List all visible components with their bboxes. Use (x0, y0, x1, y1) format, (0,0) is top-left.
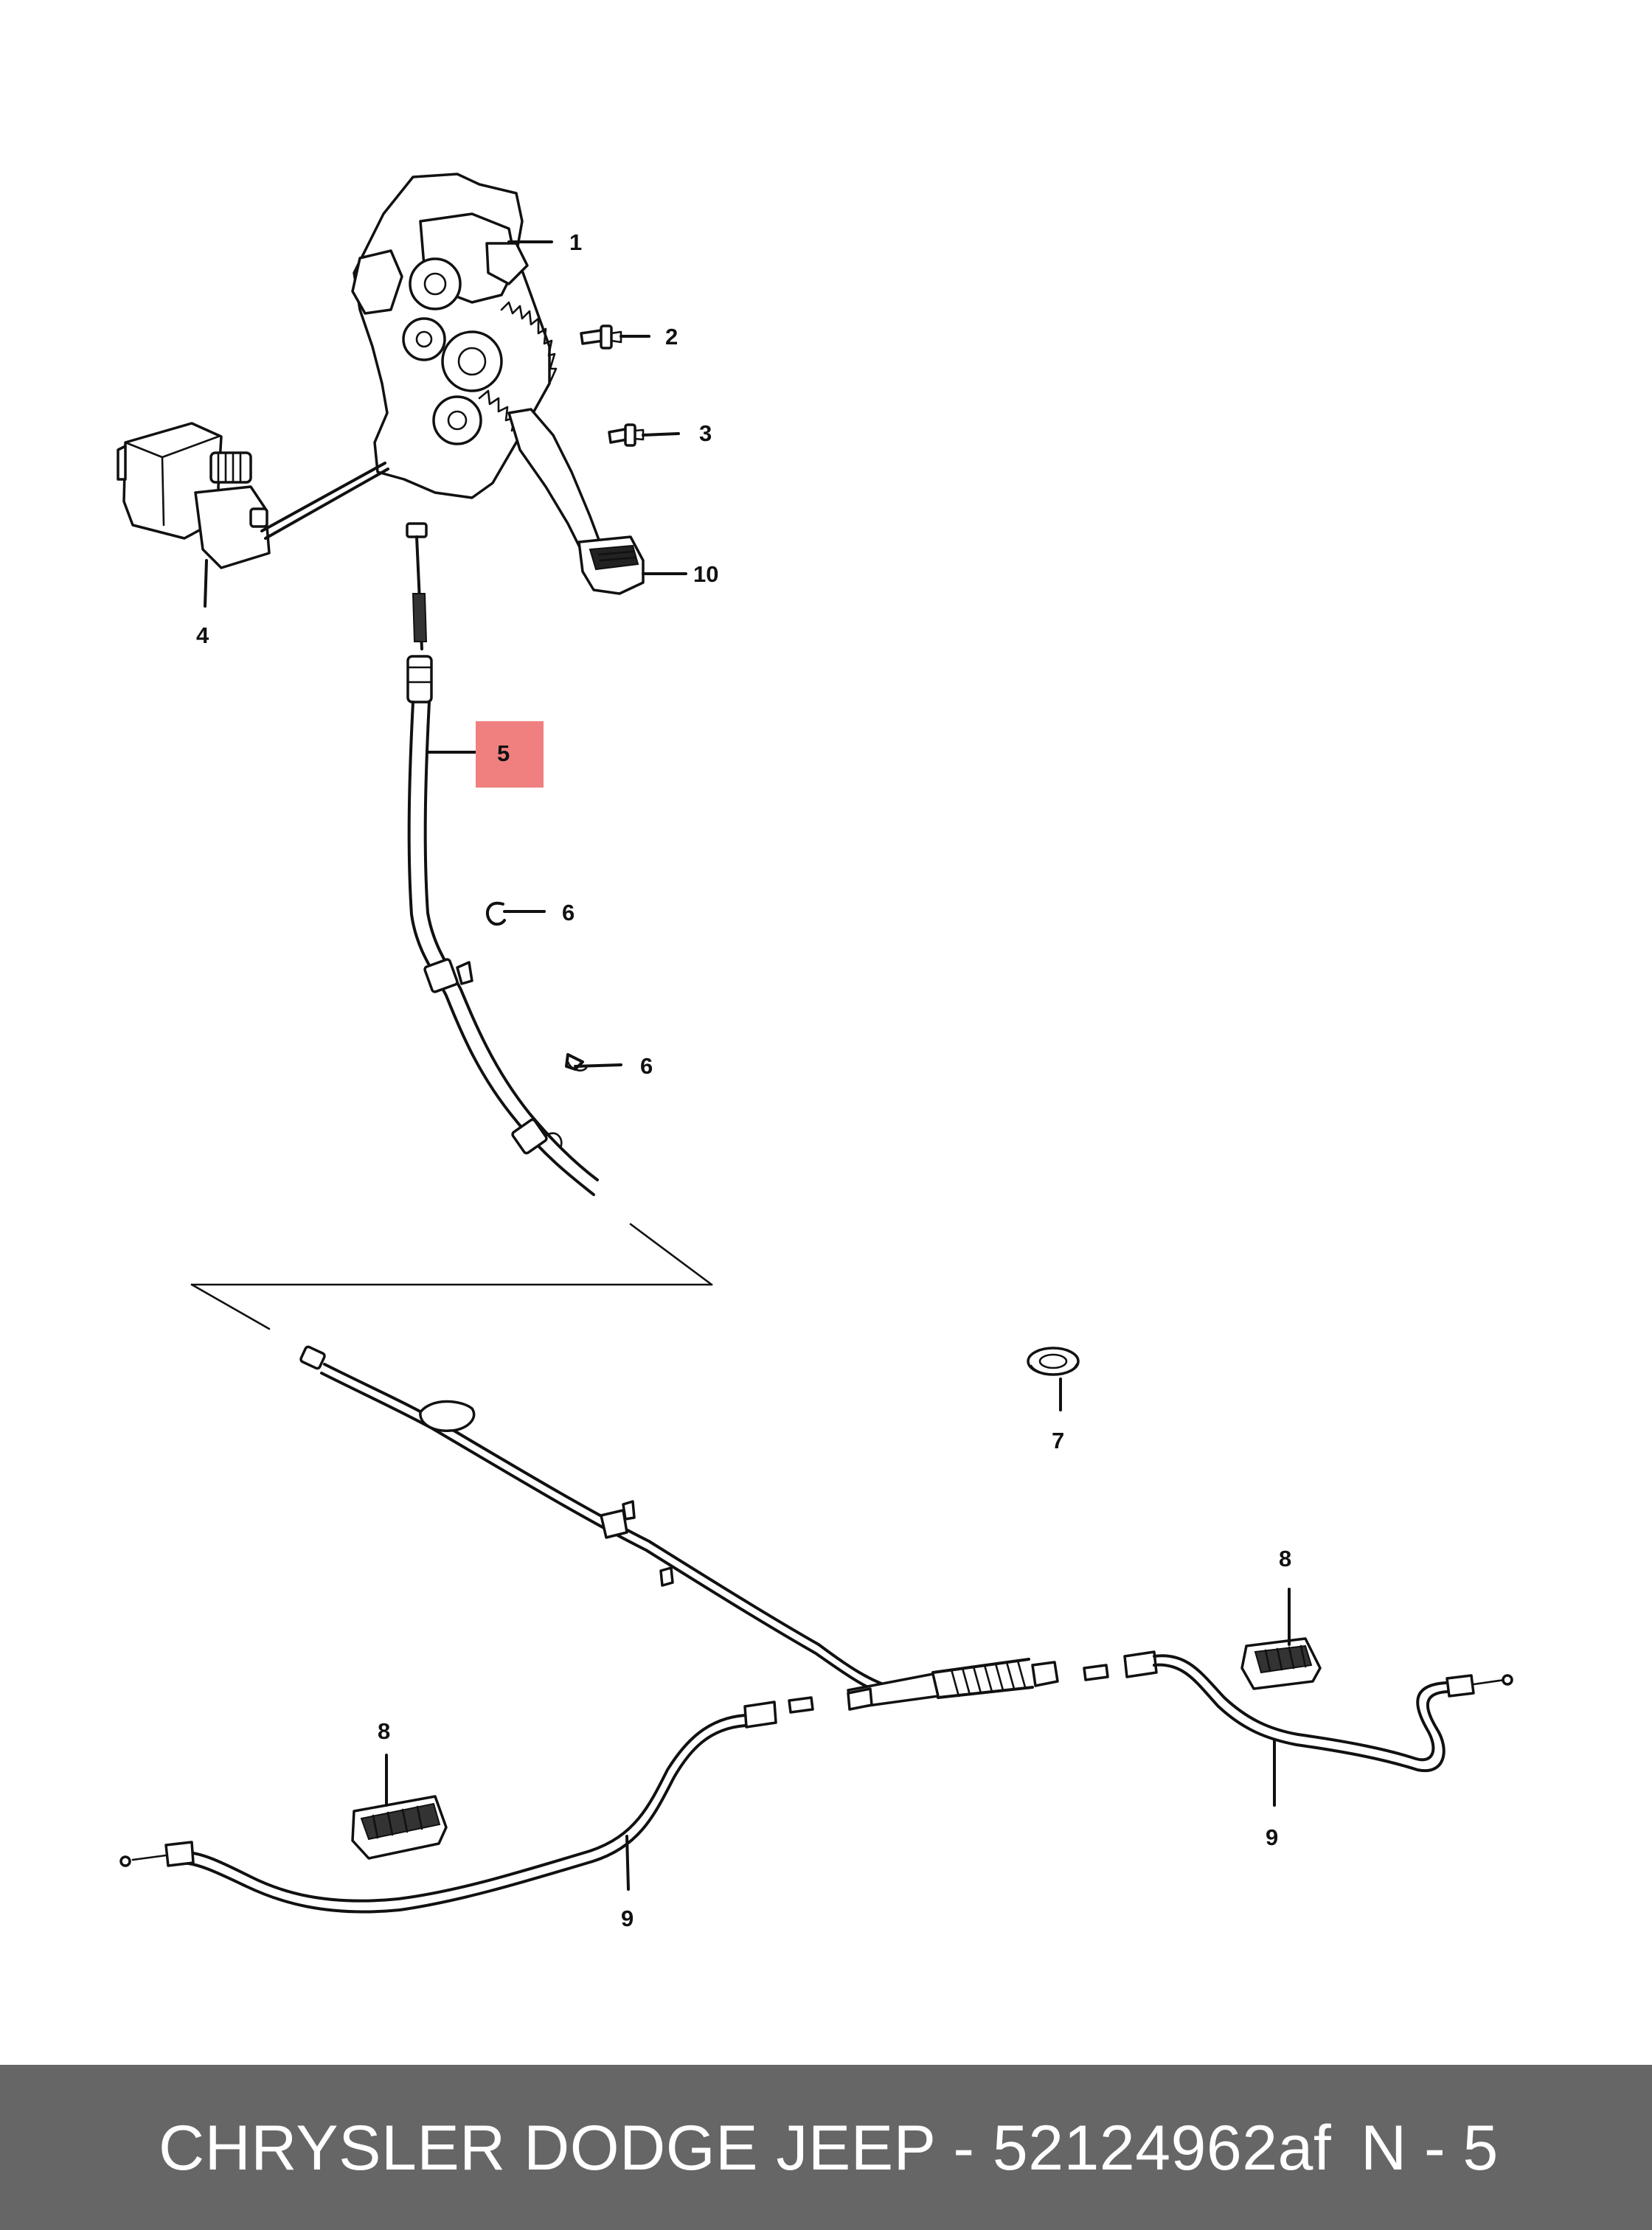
diagram-continuation-lines (190, 1223, 713, 1330)
intermediate-cable[interactable] (299, 1345, 1059, 1711)
push-pin-part-2[interactable] (580, 324, 622, 350)
cable-bracket-part-8-right[interactable] (1240, 1637, 1322, 1690)
callout-10[interactable]: 10 (693, 561, 718, 587)
cable-clip-part-6a[interactable] (485, 901, 506, 926)
callout-labels: 1 2 3 4 5 6 6 7 8 8 9 9 10 (196, 229, 1291, 1931)
rear-cable-part-9-left[interactable] (119, 1696, 814, 1914)
callout-9-left[interactable]: 9 (621, 1906, 634, 1931)
page-reference: N - 5 (1361, 2113, 1499, 2184)
callout-3[interactable]: 3 (699, 420, 712, 446)
callout-8-right[interactable]: 8 (1279, 1546, 1291, 1571)
cable-bracket-part-8-left[interactable] (351, 1795, 448, 1860)
rear-cable-part-9-right[interactable] (1083, 1650, 1513, 1773)
footer-bar: CHRYSLER DODGE JEEP - 52124962af N - 5 (0, 2065, 1652, 2230)
callout-2[interactable]: 2 (665, 324, 678, 350)
grommet-part-7[interactable] (1027, 1347, 1080, 1376)
push-pin-part-3[interactable] (608, 423, 645, 447)
parking-brake-parts-diagram: 1 2 3 4 5 6 6 7 8 8 9 9 10 (117, 173, 1513, 1931)
front-parking-brake-cable-part-5[interactable] (406, 522, 599, 1196)
pedal-assembly-part-1[interactable] (351, 173, 645, 595)
brake-switch-part-4[interactable] (117, 422, 389, 569)
callout-5[interactable]: 5 (497, 740, 510, 766)
callout-6b[interactable]: 6 (640, 1053, 653, 1079)
callout-7[interactable]: 7 (1052, 1428, 1064, 1453)
callout-8-left[interactable]: 8 (378, 1718, 390, 1744)
callout-5-highlight (476, 721, 544, 788)
part-number-title: CHRYSLER DODGE JEEP - 52124962af (159, 2113, 1332, 2184)
callout-4[interactable]: 4 (196, 622, 209, 648)
callout-6a[interactable]: 6 (562, 900, 575, 925)
callout-9-right[interactable]: 9 (1266, 1824, 1278, 1850)
callout-leaders (204, 240, 1291, 1891)
cable-clip-part-6b[interactable] (565, 1053, 588, 1072)
callout-1[interactable]: 1 (569, 229, 582, 255)
